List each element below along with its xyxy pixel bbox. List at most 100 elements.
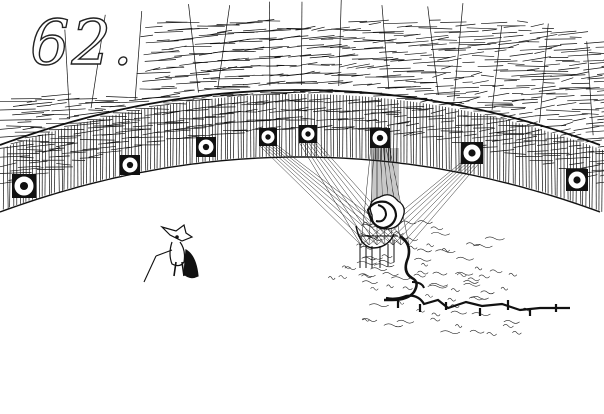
seat-stroke xyxy=(51,108,86,112)
seat-stroke xyxy=(17,148,43,151)
seat-stroke xyxy=(545,45,559,50)
seat-stroke xyxy=(424,91,460,95)
seat-stroke xyxy=(321,55,335,57)
ground-squiggle xyxy=(429,282,449,287)
arena-rim xyxy=(0,89,603,213)
ground-squiggle xyxy=(463,280,479,284)
seat-stroke xyxy=(340,81,353,85)
seat-stroke xyxy=(593,99,604,102)
rim-hatch xyxy=(54,130,56,193)
beam-line xyxy=(392,160,476,246)
ground-squiggle xyxy=(426,243,434,248)
ground-squiggle xyxy=(414,257,432,262)
beam-line xyxy=(360,160,464,246)
rim-hatch xyxy=(514,122,517,185)
ground-squiggle xyxy=(378,259,395,264)
rim-bottom-edge xyxy=(0,156,601,213)
seat-stroke xyxy=(595,46,604,48)
seat-stroke xyxy=(487,92,510,98)
seat-stroke xyxy=(583,66,604,71)
seat-stroke xyxy=(550,74,586,77)
seat-stroke xyxy=(384,41,411,44)
seat-stroke xyxy=(586,121,604,125)
ground-squiggle xyxy=(425,294,433,298)
seat-stroke xyxy=(160,92,181,98)
seat-stroke xyxy=(342,28,362,32)
seat-stroke xyxy=(499,86,530,90)
seat-stroke xyxy=(207,67,226,72)
rim-hatch xyxy=(541,129,543,192)
seat-stroke xyxy=(543,82,555,84)
seat-stroke xyxy=(421,135,444,138)
ground-squiggle xyxy=(431,231,450,236)
seat-stroke xyxy=(509,52,533,57)
seat-stroke xyxy=(576,146,591,149)
seat-stroke xyxy=(259,45,290,49)
seat-stroke xyxy=(562,60,580,63)
rim-hatch xyxy=(346,95,348,158)
beam-line xyxy=(376,160,470,246)
seat-stroke xyxy=(28,160,48,164)
seat-stroke xyxy=(165,76,189,79)
seat-stroke xyxy=(567,53,602,57)
seat-stroke xyxy=(87,119,111,121)
section-divider xyxy=(217,5,231,89)
seat-stroke xyxy=(135,107,169,110)
seat-stroke xyxy=(534,152,570,155)
spotlight-core xyxy=(468,149,476,157)
ground-squiggle xyxy=(361,256,377,261)
seat-stroke xyxy=(66,98,98,100)
ground-squiggle xyxy=(404,237,419,242)
seat-stroke xyxy=(494,49,507,52)
ground-squiggle xyxy=(396,319,415,324)
rim-hatch xyxy=(285,94,287,157)
seat-stroke xyxy=(79,139,115,141)
seat-stroke xyxy=(282,128,296,130)
beam-line xyxy=(385,145,402,246)
seat-stroke xyxy=(553,48,578,51)
seat-stroke xyxy=(561,77,574,82)
seat-stroke xyxy=(34,98,55,101)
rim-hatch xyxy=(496,117,498,180)
seat-stroke xyxy=(503,25,520,28)
seat-stroke xyxy=(525,129,543,134)
seat-stroke xyxy=(176,82,201,85)
seat-stroke xyxy=(537,141,569,146)
seat-stroke xyxy=(207,31,227,36)
seat-stroke xyxy=(456,96,481,99)
seat-stroke xyxy=(301,35,335,40)
seat-stroke xyxy=(559,86,591,89)
rim-hatch xyxy=(330,94,332,157)
rim-hatch xyxy=(99,118,102,181)
section-divider xyxy=(453,3,464,102)
seat-stroke xyxy=(419,43,447,47)
seat-stroke xyxy=(20,156,34,159)
seat-stroke xyxy=(481,21,508,25)
rim-hatch xyxy=(390,99,392,162)
seat-stroke xyxy=(584,41,604,44)
seat-stroke xyxy=(427,65,462,67)
rim-hatch xyxy=(320,94,322,157)
seat-stroke xyxy=(494,60,518,63)
seat-stroke xyxy=(437,55,456,61)
seat-stroke xyxy=(232,83,244,86)
seat-stroke xyxy=(330,45,348,49)
seat-stroke xyxy=(508,43,520,49)
rim-hatch xyxy=(114,114,117,177)
seat-stroke xyxy=(164,127,190,132)
seat-stroke xyxy=(587,77,604,80)
rim-hatch xyxy=(48,132,50,195)
seat-stroke xyxy=(338,117,365,121)
rim-hatch xyxy=(2,147,5,210)
seat-stroke xyxy=(304,25,316,29)
seat-stroke xyxy=(574,47,591,50)
seat-stroke xyxy=(398,58,422,62)
rim-hatch xyxy=(38,135,41,198)
lit-ground xyxy=(328,220,532,336)
ground-squiggle xyxy=(368,303,389,307)
ground-squiggle xyxy=(456,273,467,277)
seat-stroke xyxy=(593,81,604,83)
seat-stroke xyxy=(438,47,471,51)
seat-stroke xyxy=(492,84,504,87)
seat-stroke xyxy=(465,90,480,93)
